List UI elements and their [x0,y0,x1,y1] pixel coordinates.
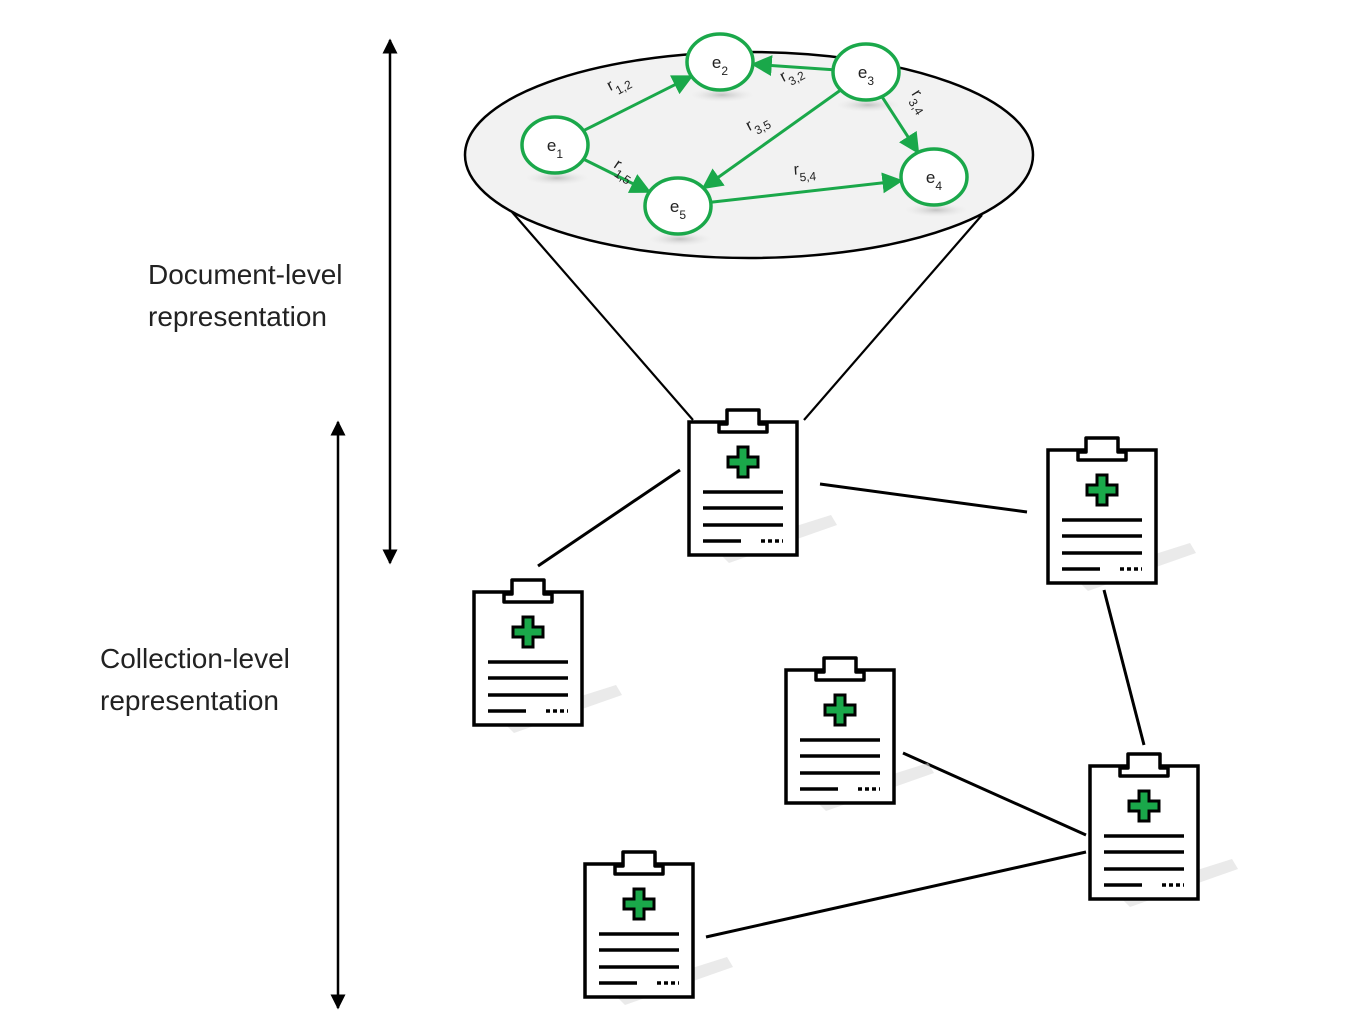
clipboard-clip [1118,752,1170,778]
document-level-label-line2: representation [148,301,328,332]
entity-label-e2-subscript: 2 [721,64,728,78]
relation-edge-r32 [750,55,834,77]
relation-edge-r12 [582,74,694,133]
document-link-doc-a-doc-b [537,468,681,568]
medical-cross-icon [823,693,857,727]
entity-label-e2-base: e [712,53,721,72]
medical-cross-icon [622,887,656,921]
zoom-funnel [463,50,1035,421]
document-link-doc-c-doc-e [1102,589,1146,746]
funnel-left-edge [511,211,694,421]
medical-document-icon [784,656,934,811]
clipboard-clip [1076,436,1128,462]
entity-shadow [648,232,712,246]
document-level-label-line1: Document-level [148,259,343,290]
entity-node-e2 [685,32,755,92]
clipboard-clip [814,656,866,682]
clipboard-board [784,668,896,805]
clipboard-board [1088,764,1200,901]
document-link-doc-a-doc-c [819,482,1028,514]
medical-cross-icon [1085,473,1119,507]
entity-shadow [690,88,754,102]
relation-edge-r54 [710,172,904,204]
entity-label-e3: e3 [858,63,874,88]
medical-document-icon [583,850,733,1005]
entity-node-e3 [831,42,901,102]
relation-label-r54-base: r [793,161,800,178]
entity-label-e1-subscript: 1 [556,147,563,161]
collection-level-label-line2: representation [100,685,280,716]
entity-label-e1: e1 [547,136,563,161]
relation-edge-r34 [880,95,920,155]
funnel-right-edge [803,214,983,421]
entity-label-e3-subscript: 3 [867,74,874,88]
entity-label-e5-base: e [670,197,679,216]
medical-document-icon [687,408,837,563]
entity-label-e4: e4 [926,168,942,193]
medical-document-icon [1088,752,1238,907]
entity-node-e1 [520,115,590,175]
clipboard-board [1046,448,1158,585]
entity-label-e2: e2 [712,53,728,78]
entity-label-e4-base: e [926,168,935,187]
clipboard-clip [613,850,665,876]
entity-label-e3-base: e [858,63,867,82]
entity-label-e5-subscript: 5 [679,208,686,222]
clipboard-board [687,420,799,557]
entity-label-e1-base: e [547,136,556,155]
entity-node-e5 [643,176,713,236]
clipboard-clip [502,578,554,604]
collection-level-label: Collection-level representation [100,638,290,722]
document-collection [472,408,1238,1005]
clipboard-board [472,590,584,727]
clipboard-board [583,862,695,999]
clipboard-clip [717,408,769,434]
relation-edge-r15 [582,157,652,194]
medical-document-icon [472,578,622,733]
relation-label-r54: r5,4 [793,160,817,185]
entity-shadow [525,171,589,185]
relation-edge-r35 [701,88,842,190]
medical-cross-icon [511,615,545,649]
entity-node-e4 [899,147,969,207]
entity-shadow [904,203,968,217]
medical-document-icon [1046,436,1196,591]
document-links [537,468,1146,939]
collection-level-label-line1: Collection-level [100,643,290,674]
medical-cross-icon [1127,789,1161,823]
entity-label-e5: e5 [670,197,686,222]
document-level-label: Document-level representation [148,254,343,338]
entity-label-e4-subscript: 4 [935,179,942,193]
document-link-doc-d-doc-e [902,751,1087,837]
document-link-doc-f-doc-e [705,850,1087,939]
relation-label-r54-subscript: 5,4 [799,169,817,184]
medical-cross-icon [726,445,760,479]
